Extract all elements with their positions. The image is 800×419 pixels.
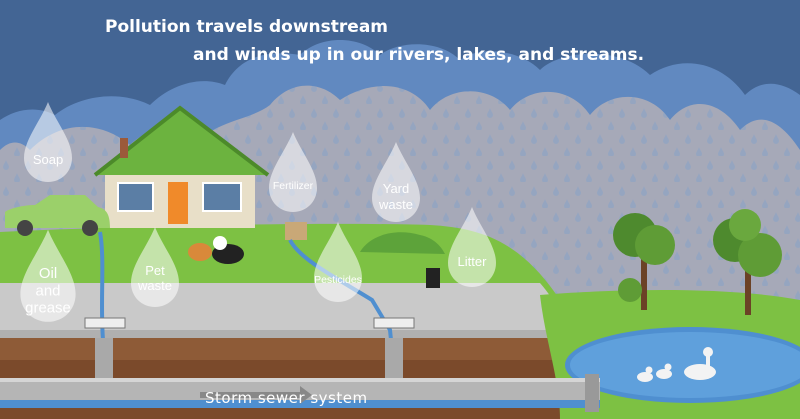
runoff-stream: [98, 231, 105, 380]
drop-label: Pet: [145, 263, 165, 278]
drop-label: grease: [25, 300, 71, 317]
drop-pet-waste: Pet waste: [131, 227, 179, 307]
drop-label: Fertilizer: [273, 180, 314, 192]
drop-label: Soap: [33, 152, 63, 167]
drop-label: Litter: [458, 254, 488, 269]
front-door: [168, 182, 188, 224]
storm-sewer-label: Storm sewer system: [205, 389, 368, 407]
pond-inner: [570, 332, 800, 398]
drop-label: waste: [378, 197, 413, 212]
curb: [0, 330, 570, 338]
drop-pesticides: Pesticides: [314, 222, 362, 302]
car: [5, 195, 110, 236]
drop-label: Pesticides: [314, 274, 362, 286]
storm-clouds: [0, 0, 800, 150]
trees: [613, 209, 782, 315]
drop-fertilizer: Fertilizer: [269, 132, 317, 212]
trash-can: [426, 268, 440, 288]
drop-label: Oil: [39, 265, 57, 282]
house: [93, 105, 270, 228]
drop-litter: Litter: [448, 207, 496, 287]
ducks: [637, 347, 716, 382]
soil-top: [0, 338, 588, 360]
title-line-2: and winds up in our rivers, lakes, and s…: [193, 45, 644, 65]
title-line-1: Pollution travels downstream: [105, 17, 388, 37]
fertilizer-bag: [285, 222, 307, 240]
street: [0, 283, 568, 338]
drop-yard-waste: Yard waste: [372, 142, 420, 222]
storm-sewer-pipe: [0, 338, 600, 412]
storm-drain: [84, 317, 126, 329]
drop-oil-and-grease: Oil and grease: [20, 229, 76, 322]
drop-label: waste: [137, 278, 172, 293]
dogs: [188, 236, 244, 264]
storm-drain: [373, 317, 415, 329]
drop-soap: Soap: [24, 102, 72, 182]
drop-label: and: [36, 282, 61, 299]
yard-waste-pile: [360, 232, 445, 254]
drop-label: Yard: [383, 181, 410, 196]
